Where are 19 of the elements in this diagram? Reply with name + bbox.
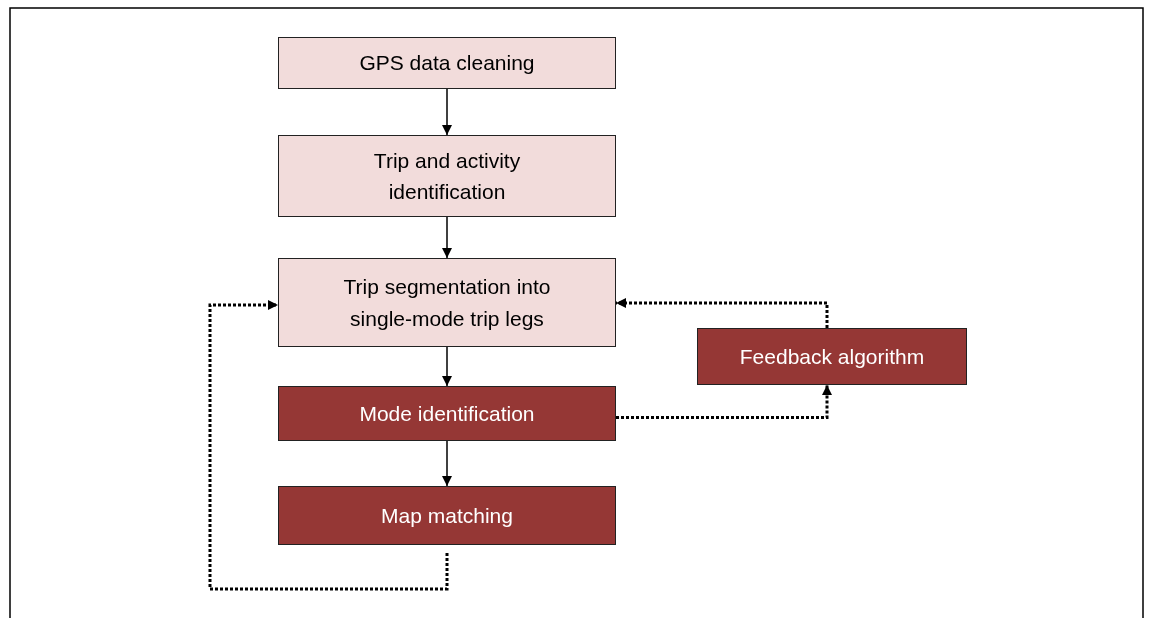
process-box [278, 386, 616, 441]
box-label: Feedback algorithm [739, 343, 925, 370]
arrow [442, 346, 452, 387]
box-label: GPS data cleaning [359, 50, 535, 77]
process-box [278, 135, 616, 217]
arrow [442, 440, 452, 487]
arrow [442, 88, 452, 136]
box-label: Trip and activity identification [372, 147, 522, 205]
process-box [278, 486, 616, 545]
process-box [278, 37, 616, 89]
dotted-arrow [616, 298, 829, 328]
box-label: Map matching [381, 502, 513, 529]
arrow [442, 216, 452, 259]
dotted-arrow [208, 300, 449, 591]
process-box [278, 258, 616, 347]
dotted-arrow [616, 385, 832, 419]
process-box [697, 328, 967, 385]
box-label: Mode identification [359, 400, 535, 427]
box-label: Trip segmentation into single-mode trip legs [342, 274, 552, 332]
